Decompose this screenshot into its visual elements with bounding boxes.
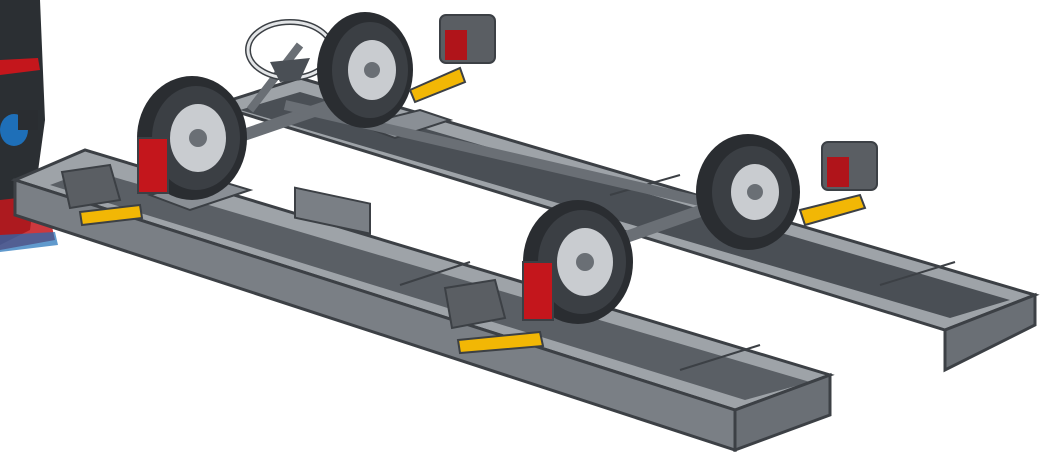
front-rail bbox=[10, 148, 835, 452]
camera-sensor-icon bbox=[439, 14, 496, 64]
wheel-clamp-icon bbox=[408, 66, 467, 104]
wheel-clamp-icon bbox=[456, 330, 545, 355]
sensor-box-front-right bbox=[443, 278, 507, 330]
wheel-clamp-icon bbox=[798, 193, 867, 227]
reflector-target-icon bbox=[137, 137, 169, 194]
wheel-rear-right bbox=[696, 134, 800, 250]
wheel-clamp-icon bbox=[78, 203, 144, 227]
wheel-rear-left bbox=[317, 12, 413, 128]
sensor-box-front-left bbox=[60, 163, 122, 210]
camera-sensor-icon bbox=[821, 141, 878, 191]
reflector-target-icon bbox=[522, 261, 554, 321]
